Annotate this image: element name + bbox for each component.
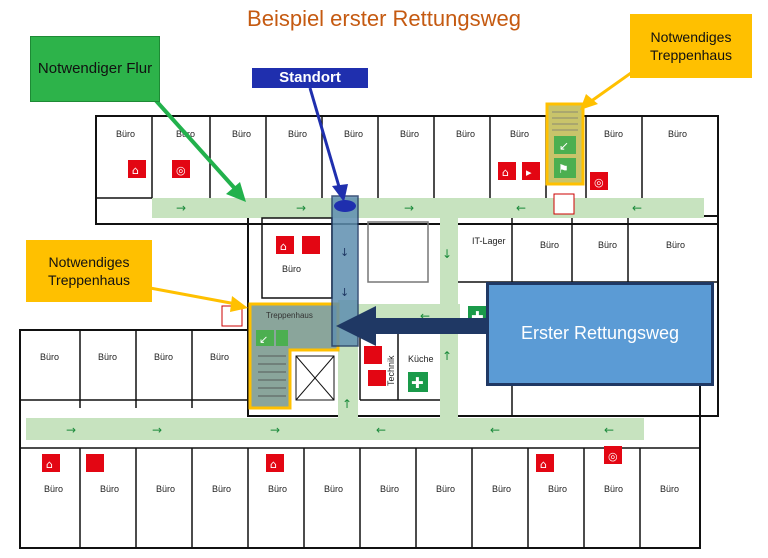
fire-alarm-icon <box>522 162 540 180</box>
room-label-buero: Büro <box>288 129 307 139</box>
room-label-buero: Büro <box>380 484 399 494</box>
room-label-buero: Büro <box>540 240 559 250</box>
svg-text:▸: ▸ <box>526 166 532 179</box>
fire-extinguisher-icon <box>276 236 294 254</box>
fire-extinguisher-icon <box>498 162 516 180</box>
room-label-buero: Büro <box>154 352 173 362</box>
corridor-top <box>152 198 704 218</box>
svg-text:↙: ↙ <box>559 139 569 153</box>
svg-text:◎: ◎ <box>176 164 186 177</box>
room-label-it-lager: IT-Lager <box>472 236 506 246</box>
room-label-buero: Büro <box>456 129 475 139</box>
svg-text:⌂: ⌂ <box>540 458 547 471</box>
callout-arrows <box>148 66 639 346</box>
svg-text:↑: ↑ <box>342 397 352 411</box>
svg-text:⌂: ⌂ <box>46 458 53 471</box>
callout-treppenhaus-left: Notwendiges Treppenhaus <box>26 240 152 302</box>
room-label-buero: Büro <box>510 129 529 139</box>
page-title: Beispiel erster Rettungsweg <box>247 6 521 31</box>
svg-text:↙: ↙ <box>259 333 268 346</box>
fire-extinguisher-icon <box>364 346 382 364</box>
svg-text:←: ← <box>376 423 386 437</box>
svg-text:↓: ↓ <box>340 246 349 259</box>
svg-text:◎: ◎ <box>594 176 604 189</box>
room-label-buero: Büro <box>436 484 455 494</box>
fire-hose-icon <box>172 160 190 178</box>
fire-hose-icon <box>590 172 608 190</box>
room-label-buero: Büro <box>668 129 687 139</box>
room-label-buero: Büro <box>44 484 63 494</box>
escape-sign-icon <box>554 158 576 178</box>
room-label-buero: Büro <box>282 264 301 274</box>
stairwell-right: ↙ ⚑ <box>545 102 585 186</box>
room-label-buero: Büro <box>40 352 59 362</box>
room-label-buero: Büro <box>100 484 119 494</box>
svg-text:→: → <box>296 201 306 215</box>
room-label-kueche: Küche <box>408 354 434 364</box>
svg-text:⌂: ⌂ <box>280 240 287 253</box>
room-label-buero: Büro <box>604 484 623 494</box>
fire-blanket-icon <box>302 236 320 254</box>
svg-text:←: ← <box>632 201 642 215</box>
room-label-buero: Büro <box>324 484 343 494</box>
fire-extinguisher-icon <box>128 160 146 178</box>
room-label-buero: Büro <box>492 484 511 494</box>
svg-text:⌂: ⌂ <box>132 164 139 177</box>
room-label-buero: Büro <box>660 484 679 494</box>
callout-standort: Standort <box>252 68 368 88</box>
fire-blanket-icon <box>86 454 104 472</box>
room-label-buero: Büro <box>548 484 567 494</box>
room-label-buero: Büro <box>666 240 685 250</box>
first-aid-icon <box>408 372 428 392</box>
svg-text:→: → <box>270 423 280 437</box>
room-label-buero: Büro <box>400 129 419 139</box>
fire-alarm-icon <box>368 370 386 386</box>
svg-text:↓: ↓ <box>442 247 452 261</box>
svg-text:⌂: ⌂ <box>502 166 509 179</box>
svg-text:←: ← <box>490 423 500 437</box>
svg-text:←: ← <box>420 309 430 323</box>
corridor-bottom <box>26 418 644 440</box>
room-label-technik: Technik <box>386 355 396 386</box>
callout-notwendiger-flur: Notwendiger Flur <box>30 36 160 102</box>
svg-text:↑: ↑ <box>442 349 452 363</box>
room-label-buero: Büro <box>210 352 229 362</box>
svg-text:⚑: ⚑ <box>558 162 569 176</box>
svg-text:✚: ✚ <box>411 374 424 392</box>
svg-text:↓: ↓ <box>340 286 349 299</box>
svg-text:→: → <box>404 201 414 215</box>
room-label-buero: Büro <box>604 129 623 139</box>
svg-text:→: → <box>66 423 76 437</box>
room-label-buero: Büro <box>156 484 175 494</box>
svg-text:→: → <box>176 201 186 215</box>
svg-text:←: ← <box>604 423 614 437</box>
svg-text:⌂: ⌂ <box>270 458 277 471</box>
svg-text:→: → <box>152 423 162 437</box>
room-label-buero: Büro <box>116 129 135 139</box>
fire-extinguisher-icon <box>42 454 60 472</box>
callout-erster-rettungsweg: Erster Rettungsweg <box>486 282 714 386</box>
room-label-buero: Büro <box>212 484 231 494</box>
stairwell-left: Treppenhaus ↙ <box>248 302 340 410</box>
room-label-buero: Büro <box>344 129 363 139</box>
callout-treppenhaus-right: Notwendiges Treppenhaus <box>630 14 752 78</box>
bottom-room-walls <box>20 330 700 548</box>
escape-sign-icon <box>554 136 576 154</box>
assembly-icons <box>221 193 575 327</box>
room-labels: Büro Büro Büro Büro Büro Büro Büro Büro … <box>40 129 687 494</box>
room-label-buero: Büro <box>232 129 251 139</box>
svg-text:←: ← <box>516 201 526 215</box>
room-label-buero: Büro <box>598 240 617 250</box>
assembly-point-icon <box>553 193 575 215</box>
rettungsweg-arrow <box>336 306 488 346</box>
fire-extinguisher-icon <box>536 454 554 472</box>
treppenhaus-label: Treppenhaus <box>266 311 313 320</box>
fire-extinguisher-icon <box>266 454 284 472</box>
svg-text:◎: ◎ <box>608 450 618 463</box>
fire-hose-icon <box>604 446 622 464</box>
room-label-buero: Büro <box>98 352 117 362</box>
fire-safety-icons: ⌂ ◎ ⌂ ▸ ◎ ⌂ ⌂ ⌂ ⌂ ◎ <box>42 160 622 472</box>
room-label-buero: Büro <box>268 484 287 494</box>
